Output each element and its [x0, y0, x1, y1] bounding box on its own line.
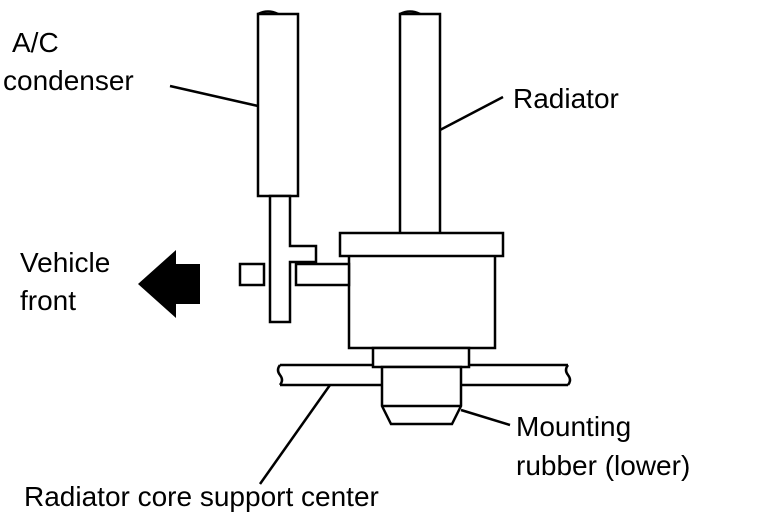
leader-core-support	[258, 384, 332, 485]
leader-ac-condenser	[169, 84, 259, 108]
radiator	[398, 10, 442, 236]
radiator-core-support	[276, 363, 572, 387]
leader-radiator	[439, 95, 504, 132]
ac-condenser	[256, 10, 318, 324]
label-ac: A/C	[12, 27, 59, 58]
label-condenser: condenser	[3, 65, 134, 96]
leader-mounting-rubber	[460, 408, 511, 427]
radiator-lower-tank	[294, 231, 505, 350]
arrow-left-icon	[138, 250, 200, 318]
label-mounting: Mounting	[516, 411, 631, 442]
label-rubber-lower: rubber (lower)	[516, 450, 690, 481]
label-front: front	[20, 285, 76, 316]
label-vehicle: Vehicle	[20, 247, 110, 278]
condenser-small-block	[238, 262, 266, 287]
label-radiator: Radiator	[513, 83, 619, 114]
label-core-support: Radiator core support center	[24, 481, 379, 512]
mounting-rubber-lower	[371, 346, 471, 426]
